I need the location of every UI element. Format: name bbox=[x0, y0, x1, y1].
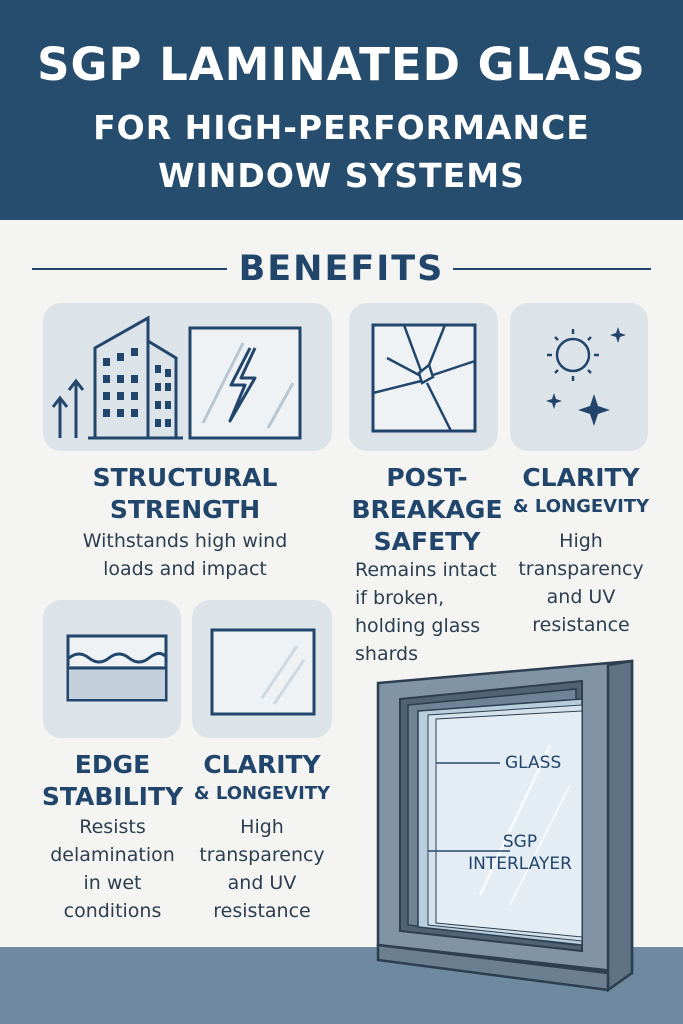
benefit-title-structural: STRUCTURAL STRENGTH bbox=[92, 463, 278, 524]
benefits-label: BENEFITS bbox=[238, 249, 445, 289]
benefit-title-post-breakage: POST- BREAKAGE SAFETY bbox=[351, 463, 503, 556]
cracked-glass-icon bbox=[371, 323, 477, 433]
benefit-title-clarity-2: CLARITY & LONGEVITY bbox=[193, 750, 331, 804]
header-banner: SGP LAMINATED GLASS FOR HIGH-PERFORMANCE… bbox=[0, 0, 683, 220]
interlayer-label: SGP INTERLAYER bbox=[468, 832, 572, 874]
benefit-desc-clarity-2: High transparency and UV resistance bbox=[199, 816, 325, 922]
clear-pane-icon bbox=[210, 628, 316, 716]
card-post-breakage-safety bbox=[349, 303, 498, 451]
glass-label: GLASS bbox=[505, 753, 562, 773]
sun-sparkle-icon bbox=[546, 327, 626, 426]
card-structural-strength bbox=[43, 303, 332, 451]
title-subtitle: FOR HIGH-PERFORMANCE WINDOW SYSTEMS bbox=[0, 104, 683, 200]
title-line-2: FOR HIGH-PERFORMANCE bbox=[93, 108, 590, 147]
lightning-glass-icon bbox=[188, 326, 302, 440]
benefit-title-clarity-1: CLARITY & LONGEVITY bbox=[512, 463, 650, 517]
title-line-1: SGP LAMINATED GLASS bbox=[37, 38, 646, 91]
right-rule bbox=[453, 268, 651, 270]
benefit-title-edge: EDGE STABILITY bbox=[41, 750, 184, 811]
edge-wave-icon bbox=[66, 634, 168, 702]
benefits-heading: BENEFITS bbox=[0, 244, 683, 294]
buildings-icon bbox=[51, 315, 183, 440]
benefit-desc-clarity-1: High transparency and UV resistance bbox=[518, 530, 644, 636]
benefit-desc-edge: Resists delamination in wet conditions bbox=[50, 816, 175, 922]
benefit-desc-structural: Withstands high wind loads and impact bbox=[82, 530, 288, 580]
card-clarity-longevity bbox=[510, 303, 648, 451]
card-clarity-longevity-2 bbox=[192, 600, 332, 738]
window-frame-icon bbox=[376, 659, 634, 993]
title-line-3: WINDOW SYSTEMS bbox=[158, 156, 525, 195]
benefit-desc-post-breakage: Remains intact if broken, holding glass … bbox=[355, 559, 497, 665]
left-rule bbox=[32, 268, 227, 270]
card-edge-stability bbox=[43, 600, 181, 738]
